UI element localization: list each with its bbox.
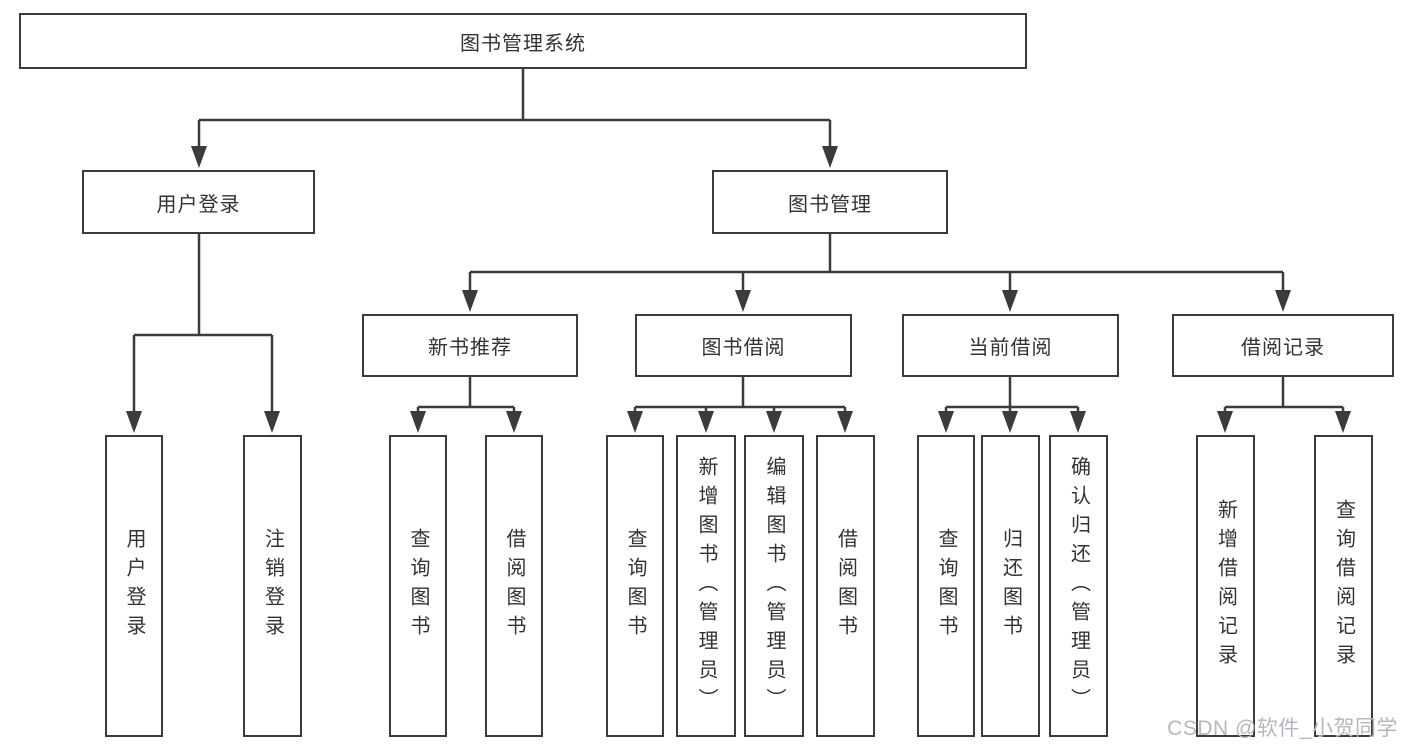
leaf-logout: 注销登录: [243, 435, 302, 737]
node-borrow-records: 借阅记录: [1172, 314, 1394, 377]
leaf-borrow-borrow-books: 借阅图书: [816, 435, 875, 737]
node-new-book-recommend: 新书推荐: [362, 314, 578, 377]
node-user-login: 用户登录: [82, 170, 315, 234]
leaf-current-query-books: 查询图书: [917, 435, 975, 737]
leaf-records-add-record: 新增借阅记录: [1196, 435, 1255, 737]
node-book-management: 图书管理: [712, 170, 948, 234]
node-book-borrow: 图书借阅: [635, 314, 852, 377]
leaf-borrow-edit-books-admin: 编辑图书（管理员）: [744, 435, 804, 737]
leaf-recommend-borrow-books: 借阅图书: [485, 435, 543, 737]
leaf-user-login: 用户登录: [105, 435, 163, 737]
node-current-borrow: 当前借阅: [902, 314, 1119, 377]
leaf-recommend-query-books: 查询图书: [389, 435, 447, 737]
leaf-current-confirm-return-admin: 确认归还（管理员）: [1049, 435, 1108, 737]
leaf-records-query-record: 查询借阅记录: [1314, 435, 1373, 737]
csdn-watermark: CSDN @软件_小贺同学: [1167, 717, 1398, 740]
leaf-borrow-query-books: 查询图书: [606, 435, 664, 737]
node-library-system: 图书管理系统: [19, 13, 1027, 69]
leaf-borrow-add-books-admin: 新增图书（管理员）: [676, 435, 736, 737]
leaf-current-return-books: 归还图书: [981, 435, 1040, 737]
